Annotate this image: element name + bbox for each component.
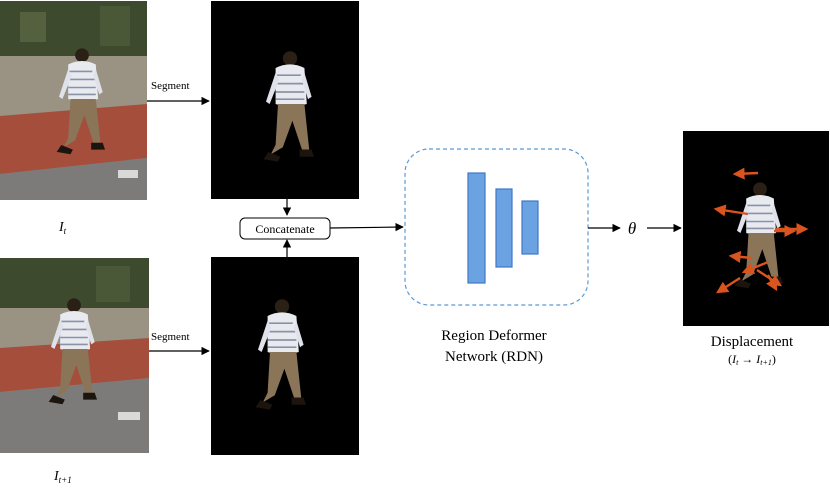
rdn-box xyxy=(404,148,589,306)
rdn-layer-2 xyxy=(495,188,513,268)
displacement-subtitle: (It → It+1) xyxy=(728,352,776,367)
displacement-arrows xyxy=(713,167,809,294)
rdn-title-line2: Network (RDN) xyxy=(445,349,543,365)
rdn-layer-1 xyxy=(467,172,486,284)
displacement-title: Displacement xyxy=(711,334,794,350)
segment-label-top: Segment xyxy=(151,80,190,92)
concatenate-box xyxy=(239,217,331,240)
arrow-to-rdn xyxy=(329,222,404,232)
displacement-frame xyxy=(683,131,829,326)
segment-label-bottom: Segment xyxy=(151,331,190,343)
concatenate-label: Concatenate xyxy=(255,222,314,236)
rdn-layer-3 xyxy=(521,200,539,255)
frame-label-t: It xyxy=(58,220,67,236)
theta-symbol: θ xyxy=(628,219,636,238)
rdn-title-line1: Region Deformer xyxy=(441,328,546,344)
segmented-frame-t1 xyxy=(211,257,359,455)
segmented-frame-t xyxy=(211,1,359,199)
frame-label-t1: It+1 xyxy=(53,469,72,485)
input-frame-t1 xyxy=(0,258,149,453)
input-frame-t xyxy=(0,1,147,200)
